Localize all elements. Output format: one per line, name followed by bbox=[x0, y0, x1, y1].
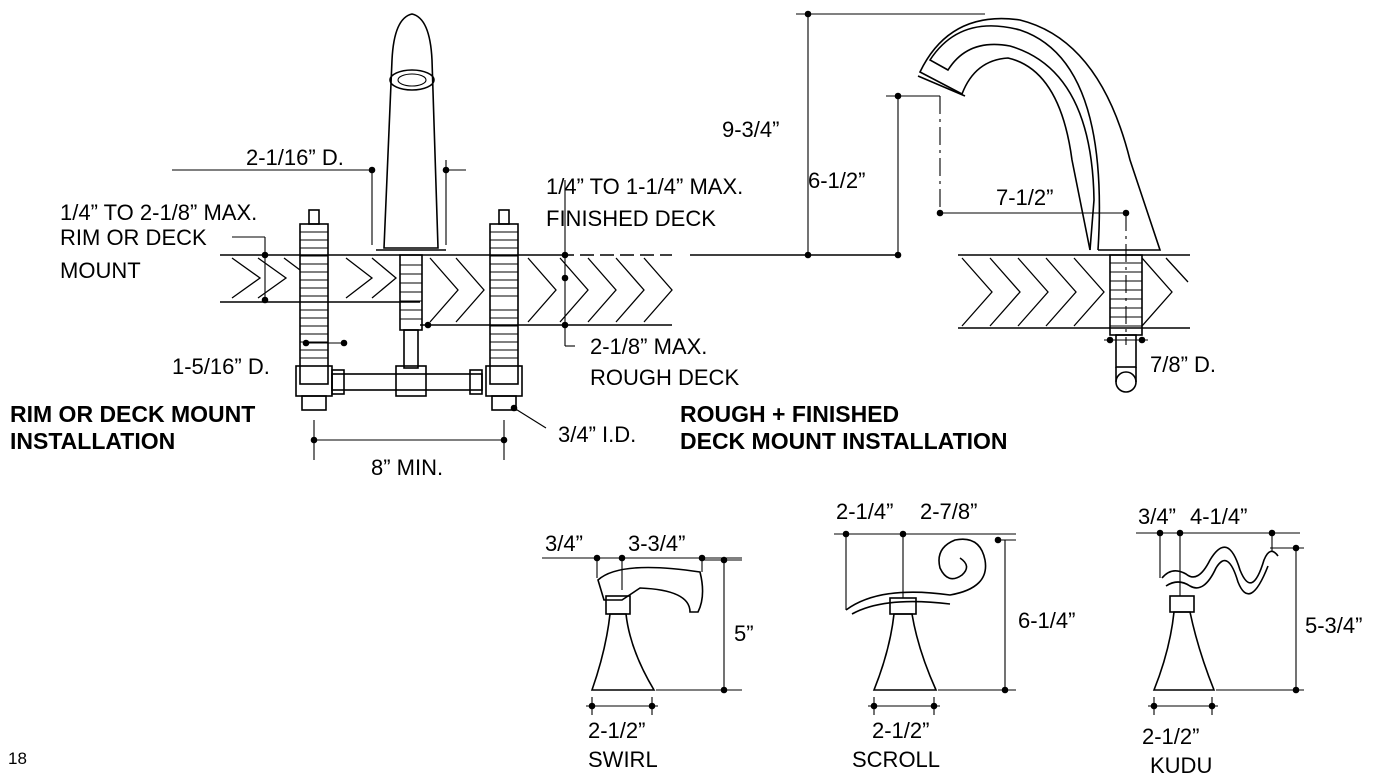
finished-deck-label-1: 1/4” TO 1-1/4” MAX. bbox=[546, 174, 743, 199]
rim-range-label-1: 1/4” TO 2-1/8” MAX. bbox=[60, 200, 257, 225]
swirl-name: SWIRL bbox=[588, 747, 658, 772]
rough-deck-label-1: 2-1/8” MAX. bbox=[590, 334, 707, 359]
page-number: 18 bbox=[8, 749, 27, 768]
spout-height-label: 9-3/4” bbox=[722, 117, 779, 142]
handle-kudu-drawing bbox=[1136, 529, 1304, 715]
valve-diameter-label: 1-5/16” D. bbox=[172, 354, 270, 379]
tee-connector bbox=[331, 365, 483, 397]
kudu-name: KUDU bbox=[1150, 753, 1212, 777]
kudu-base: 2-1/2” bbox=[1142, 724, 1199, 749]
deck-mount-title-2: DECK MOUNT INSTALLATION bbox=[680, 428, 1008, 454]
swirl-top-a: 3/4” bbox=[545, 531, 583, 556]
kudu-top-b: 4-1/4” bbox=[1190, 504, 1247, 529]
gooseneck-spout bbox=[917, 17, 1162, 251]
spout-reach-label: 7-1/2” bbox=[996, 185, 1053, 210]
swirl-top-b: 3-3/4” bbox=[628, 531, 685, 556]
rim-mount-drawing bbox=[172, 13, 673, 460]
swirl-base: 2-1/2” bbox=[588, 718, 645, 743]
finished-deck-label-2: FINISHED DECK bbox=[546, 206, 716, 231]
spout-diameter-label: 2-1/16” D. bbox=[246, 145, 344, 170]
scroll-top-a: 2-1/4” bbox=[836, 499, 893, 524]
scroll-top-b: 2-7/8” bbox=[920, 499, 977, 524]
right-valve bbox=[485, 209, 523, 411]
left-valve bbox=[295, 209, 333, 411]
scroll-name: SCROLL bbox=[852, 747, 940, 772]
handle-swirl-drawing bbox=[542, 554, 742, 715]
spout-clearance-label: 6-1/2” bbox=[808, 168, 865, 193]
scroll-base: 2-1/2” bbox=[872, 718, 929, 743]
swirl-height: 5” bbox=[734, 621, 754, 646]
rim-range-label-2: RIM OR DECK bbox=[60, 225, 207, 250]
inlet-label: 3/4” I.D. bbox=[558, 422, 636, 447]
rough-deck-label-2: ROUGH DECK bbox=[590, 365, 739, 390]
rim-mount-title-1: RIM OR DECK MOUNT bbox=[10, 401, 255, 427]
rim-range-label-3: MOUNT bbox=[60, 258, 141, 283]
scroll-height: 6-1/4” bbox=[1018, 608, 1075, 633]
handle-scroll-drawing bbox=[834, 530, 1016, 715]
deck-hatching bbox=[231, 254, 673, 326]
rim-mount-title-2: INSTALLATION bbox=[10, 428, 175, 454]
spout-shank-label: 7/8” D. bbox=[1150, 352, 1216, 377]
kudu-height: 5-3/4” bbox=[1305, 613, 1362, 638]
kudu-top-a: 3/4” bbox=[1138, 504, 1176, 529]
spout-profile-drawing bbox=[690, 10, 1190, 393]
spacing-label: 8” MIN. bbox=[371, 455, 443, 480]
deck-mount-title-1: ROUGH + FINISHED bbox=[680, 401, 899, 427]
